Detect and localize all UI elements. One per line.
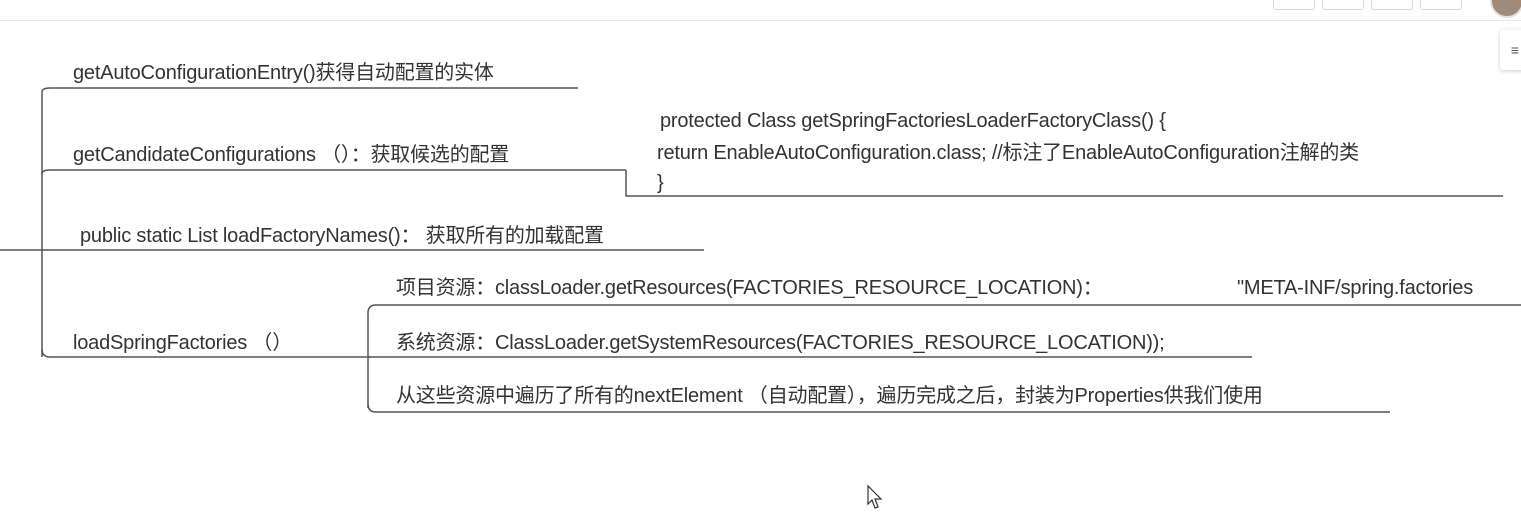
branch-underline-4 <box>41 348 370 358</box>
avatar[interactable] <box>1490 0 1521 18</box>
detail-line-2[interactable]: return EnableAutoConfiguration.class; //… <box>657 142 1359 164</box>
branch-load-spring-factories[interactable]: loadSpringFactories （） <box>73 332 293 354</box>
detail-line-3[interactable]: } <box>657 172 664 194</box>
detail-line-1[interactable]: protected Class getSpringFactoriesLoader… <box>660 110 1166 132</box>
mouse-cursor-icon <box>867 484 883 509</box>
sub-underline-3 <box>367 403 1390 413</box>
toolbar-button-3[interactable] <box>1371 0 1413 10</box>
detail-connector <box>625 170 1503 197</box>
branch-get-auto-configuration-entry[interactable]: getAutoConfigurationEntry()获得自动配置的实体 <box>73 62 494 84</box>
toolbar-button-4[interactable] <box>1420 0 1462 10</box>
child-project-resources-value[interactable]: "META-INF/spring.factories <box>1237 277 1474 299</box>
sub-underline-1 <box>367 304 1521 314</box>
branch-get-candidate-configurations[interactable]: getCandidateConfigurations （）：获取候选的配置 <box>73 144 510 166</box>
branch-underline-2 <box>41 169 626 175</box>
child-next-element[interactable]: 从这些资源中遍历了所有的nextElement （自动配置），遍历完成之后，封装… <box>396 385 1263 407</box>
child-project-resources[interactable]: 项目资源：classLoader.getResources(FACTORIES_… <box>396 277 1103 299</box>
child-system-resources[interactable]: 系统资源：ClassLoader.getSystemResources(FACT… <box>396 332 1165 354</box>
outline-toggle-icon[interactable]: ≡ <box>1500 30 1521 70</box>
toolbar-button-2[interactable] <box>1322 0 1364 10</box>
toolbar-button-1[interactable] <box>1273 0 1315 10</box>
top-toolbar <box>0 0 1521 21</box>
branch-load-factory-names[interactable]: public static List loadFactoryNames()： 获… <box>80 225 604 247</box>
branch-underline-1 <box>41 87 578 93</box>
